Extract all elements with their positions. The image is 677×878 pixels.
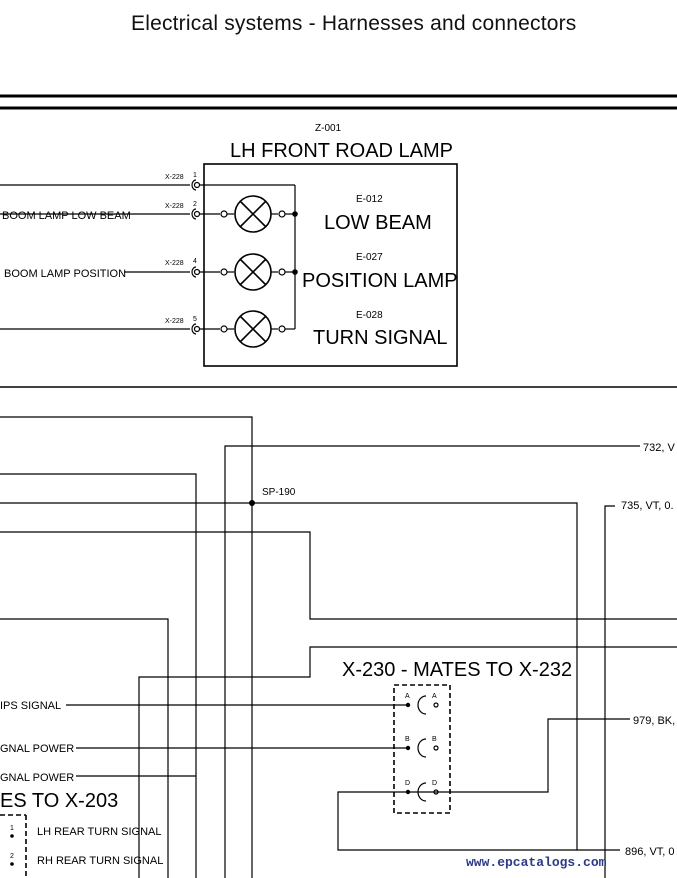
wire: [224, 445, 640, 878]
terminal-icon: [220, 325, 228, 333]
wire: [337, 791, 577, 851]
pin-socket-icon: [191, 179, 197, 191]
wire: [0, 618, 169, 878]
pin-number: 5: [193, 316, 197, 323]
pin-contact-icon: [405, 702, 411, 708]
wire-label: 979, BK,: [633, 715, 675, 727]
pin-socket-icon: [191, 266, 197, 278]
pin-number: 1: [10, 825, 14, 832]
watermark-text: www.epcatalogs.com: [466, 855, 607, 870]
pin-connector-label: X-228: [165, 260, 184, 267]
pin-connector-label: X-228: [165, 318, 184, 325]
wire: [0, 416, 253, 878]
lamp-row-low-beam: BOOM LAMP LOW BEAM E-012 LOW BEAM: [0, 194, 432, 234]
pin-connector-label: X-228: [165, 203, 184, 210]
lamp-block-title: LH FRONT ROAD LAMP: [230, 140, 453, 162]
connector-title: ES TO X-203: [0, 790, 118, 812]
pin-contact-icon: [193, 268, 201, 276]
pin-contact-icon: [433, 702, 439, 708]
lamp-cross: [239, 258, 267, 286]
pin-letter: D: [405, 780, 410, 787]
pin-letter: B: [405, 736, 410, 743]
pin-number: 2: [193, 201, 197, 208]
pin-contact-icon: [405, 745, 411, 751]
pin-number: 2: [10, 853, 14, 860]
lamp-name-label: POSITION LAMP: [302, 270, 458, 292]
pin-connector-label: X-228: [165, 174, 184, 181]
wire: [138, 646, 677, 878]
component-id-label: Z-001: [315, 123, 342, 134]
lamp-name-label: TURN SIGNAL: [313, 327, 447, 349]
splice-label: SP-190: [262, 487, 296, 498]
wire: [408, 718, 630, 793]
pin-socket-icon: [417, 782, 427, 802]
lamp-id-label: E-028: [356, 310, 383, 321]
left-signal-label: GNAL POWER: [0, 743, 74, 755]
wire-label: 732, V: [643, 442, 675, 454]
lamp-id-label: E-012: [356, 194, 383, 205]
pin-function-label: RH REAR TURN SIGNAL: [37, 855, 163, 867]
lamp-name-label: LOW BEAM: [324, 212, 432, 234]
pin-contact-icon: [433, 789, 439, 795]
pin-function-label: LH REAR TURN SIGNAL: [37, 826, 162, 838]
wire-label: 896, VT, 0: [625, 846, 675, 858]
pin-contact-icon: [193, 325, 201, 333]
terminal-icon: [220, 210, 228, 218]
pin-contact-icon: [433, 745, 439, 751]
lamp-cross: [239, 315, 267, 343]
wire: [604, 505, 615, 878]
pin-contact-icon: [193, 210, 201, 218]
connector-x230: X-230 - MATES TO X-232 A A B B D D: [66, 659, 572, 814]
terminal-icon: [278, 268, 286, 276]
pin-socket-icon: [417, 738, 427, 758]
connector-frame: [393, 684, 451, 814]
terminal-icon: [278, 210, 286, 218]
terminal-icon: [278, 325, 286, 333]
wire-label: 735, VT, 0.: [621, 500, 674, 512]
lamp-row-position: BOOM LAMP POSITION E-027 POSITION LAMP: [4, 252, 458, 292]
lamp-id-label: E-027: [356, 252, 383, 263]
junction-dot: [292, 269, 298, 275]
pin-contact-icon: [405, 789, 411, 795]
connector-title: X-230 - MATES TO X-232: [342, 659, 572, 681]
pin-letter: A: [405, 693, 410, 700]
lamp-block: Z-001 LH FRONT ROAD LAMP X-228 1 X-228 2…: [0, 123, 458, 367]
wire: [0, 502, 620, 851]
terminal-icon: [220, 268, 228, 276]
left-signal-label: BOOM LAMP POSITION: [4, 268, 126, 280]
pin-letter: A: [432, 693, 437, 700]
pin-letter: B: [432, 736, 437, 743]
pin-letter: D: [432, 780, 437, 787]
pin-socket-icon: [417, 695, 427, 715]
page-title: Electrical systems - Harnesses and conne…: [131, 12, 577, 35]
lamp-block-frame: [203, 163, 458, 367]
connector-x203: ES TO X-203 1 2 LH REAR TURN SIGNAL RH R…: [0, 790, 163, 878]
wire: [0, 531, 677, 620]
pin-contact-icon: [193, 181, 201, 189]
lamp-cross: [239, 200, 267, 228]
left-signal-label: GNAL POWER: [0, 772, 74, 784]
pin-socket-icon: [191, 208, 197, 220]
left-signal-label: BOOM LAMP LOW BEAM: [2, 210, 131, 222]
left-signal-label: IPS SIGNAL: [0, 700, 61, 712]
junction-dot: [292, 211, 298, 217]
pin-number: 4: [193, 258, 197, 265]
harness-wiring: 732, V SP-190 735, VT, 0. 979, BK, 896, …: [0, 416, 677, 878]
wire: [0, 473, 197, 878]
pin-number: 1: [193, 172, 197, 179]
lamp-row-turn-signal: E-028 TURN SIGNAL: [0, 310, 447, 349]
pin-contact-icon: [10, 834, 14, 838]
splice-dot: [249, 500, 255, 506]
pin-contact-icon: [10, 862, 14, 866]
pin-socket-icon: [191, 323, 197, 335]
